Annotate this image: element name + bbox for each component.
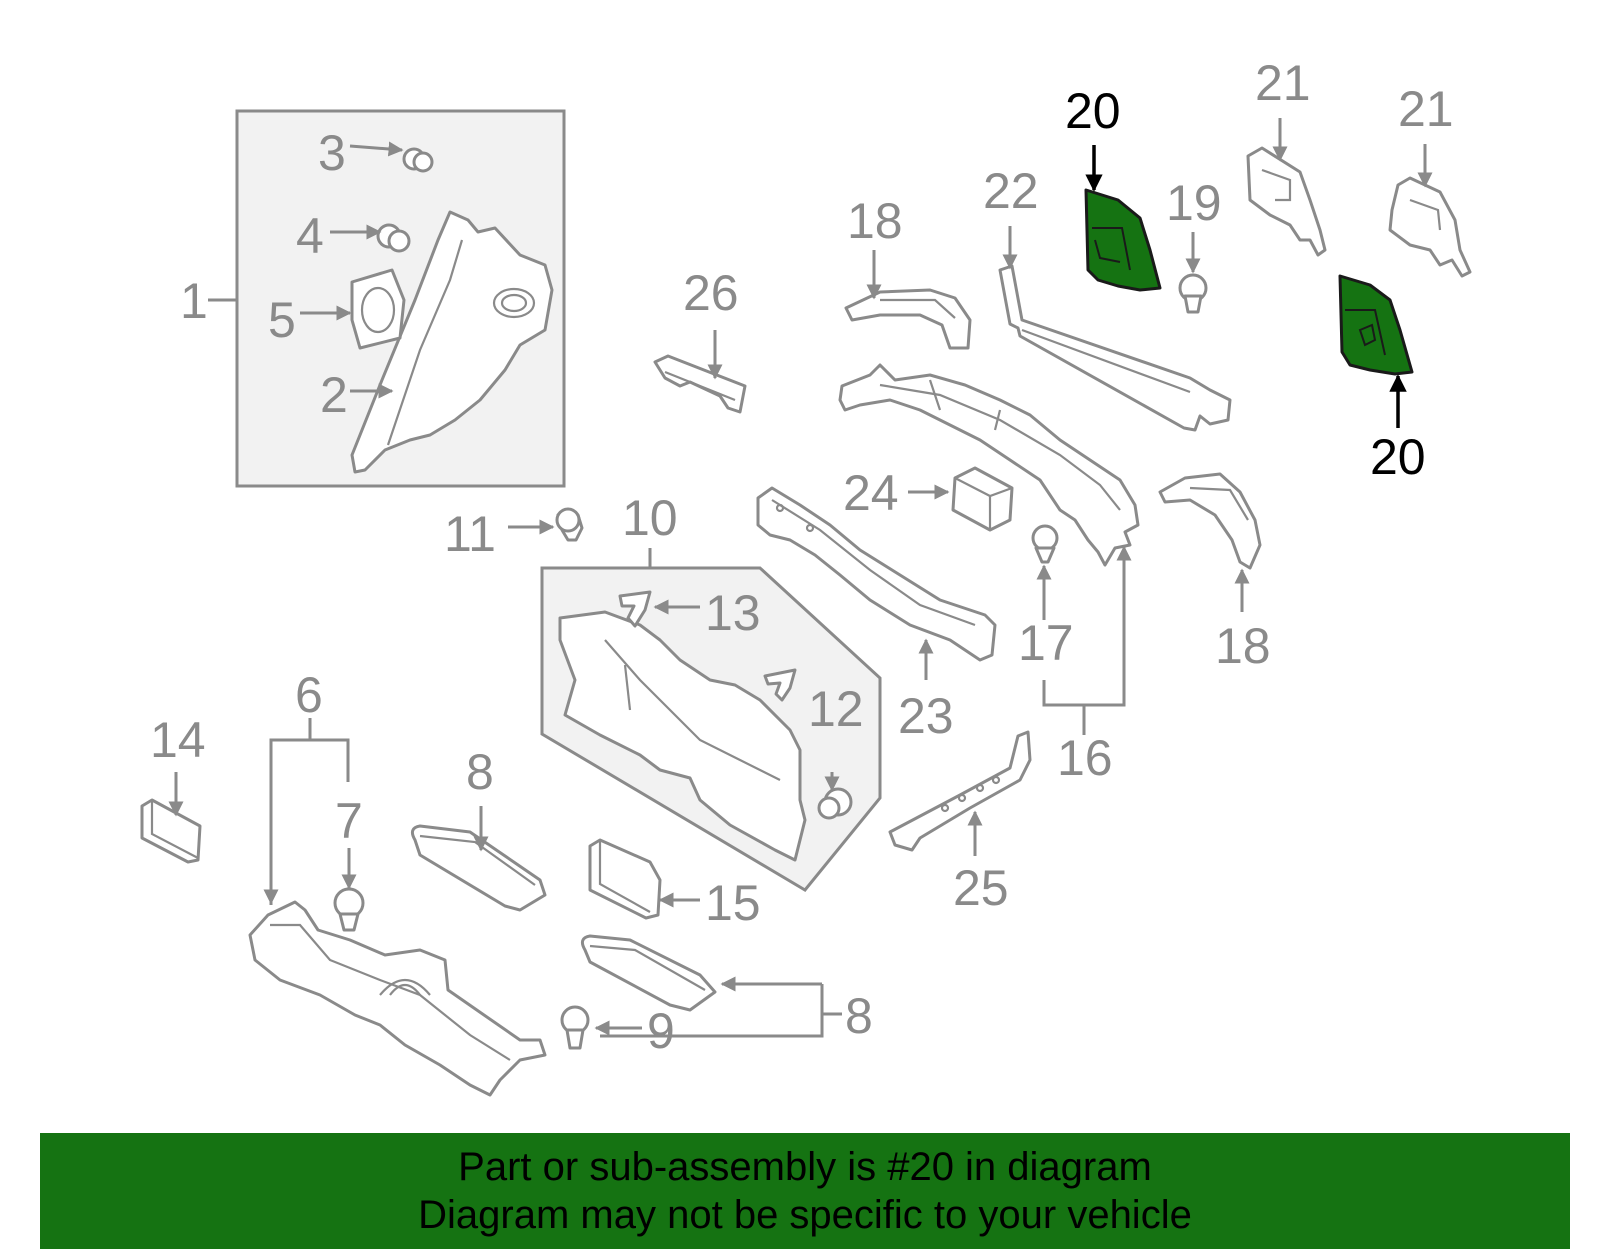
callout-7: 7 <box>335 793 363 849</box>
part-8-lower-plate[interactable] <box>580 934 717 1012</box>
leader-lines-box-10 <box>653 599 840 792</box>
part-7-clip[interactable] <box>333 887 365 932</box>
callout-18-upper: 18 <box>847 193 903 249</box>
part-13-clip[interactable] <box>618 590 797 702</box>
callout-23: 23 <box>898 688 954 744</box>
callout-15: 15 <box>705 875 761 931</box>
part-18-upper-brace[interactable] <box>844 288 972 350</box>
part-2-quarter-trim-panel[interactable] <box>350 210 554 474</box>
callout-8-lower: 8 <box>845 988 873 1044</box>
callout-3: 3 <box>318 125 346 181</box>
callout-22: 22 <box>983 163 1039 219</box>
callout-18-lower: 18 <box>1215 618 1271 674</box>
part-5-speaker-cover[interactable] <box>350 268 406 350</box>
part-9-clip[interactable] <box>560 1005 590 1050</box>
callout-8-upper: 8 <box>466 744 494 800</box>
leader-lines-box-1 <box>300 141 404 399</box>
part-20-right-trim[interactable] <box>1338 274 1414 376</box>
leader-8b <box>600 976 842 1038</box>
part-17-clip[interactable] <box>1031 524 1059 564</box>
callout-13: 13 <box>705 585 761 641</box>
callout-12: 12 <box>808 681 864 737</box>
banner-line-2: Diagram may not be specific to your vehi… <box>418 1193 1192 1237</box>
part-8-upper-plate[interactable] <box>410 824 547 912</box>
part-15-pad[interactable] <box>588 838 662 920</box>
callout-labels: 1 2 3 4 5 6 7 8 8 9 10 11 12 13 14 15 16… <box>150 55 1454 1059</box>
part-23-member[interactable] <box>756 486 997 662</box>
callout-20-lower: 20 <box>1370 429 1426 485</box>
callout-21-right: 21 <box>1398 81 1454 137</box>
callout-9: 9 <box>647 1003 675 1059</box>
callout-6: 6 <box>295 667 323 723</box>
callout-10: 10 <box>622 490 678 546</box>
callout-25: 25 <box>953 860 1009 916</box>
part-21-right[interactable] <box>1388 176 1472 278</box>
callout-24: 24 <box>843 465 899 521</box>
part-14-pad[interactable] <box>140 798 202 864</box>
callout-17: 17 <box>1018 615 1074 671</box>
callout-21-left: 21 <box>1255 55 1311 111</box>
part-19-clip[interactable] <box>1178 273 1208 314</box>
part-21-left[interactable] <box>1246 146 1327 257</box>
part-12-clip[interactable] <box>817 787 853 820</box>
part-11-clip[interactable] <box>555 507 584 542</box>
callout-26: 26 <box>683 265 739 321</box>
part-10-back-panel[interactable] <box>558 610 807 862</box>
callout-16: 16 <box>1057 730 1113 786</box>
callout-11: 11 <box>444 506 496 562</box>
leader-6 <box>263 718 350 905</box>
callout-20-upper: 20 <box>1065 83 1121 139</box>
part-26-bracket[interactable] <box>653 354 747 414</box>
part-18-lower-brace[interactable] <box>1158 472 1262 570</box>
part-16-rail[interactable] <box>838 363 1140 567</box>
info-banner: Part or sub-assembly is #20 in diagram D… <box>40 1133 1570 1249</box>
banner-line-1: Part or sub-assembly is #20 in diagram <box>458 1145 1152 1189</box>
part-6-sill-plate[interactable] <box>248 900 547 1097</box>
callout-1: 1 <box>180 273 208 329</box>
callout-19: 19 <box>1166 175 1222 231</box>
callout-14: 14 <box>150 712 206 768</box>
part-24-block[interactable] <box>951 466 1014 532</box>
part-4-clip[interactable] <box>376 223 411 253</box>
callout-5: 5 <box>268 292 296 348</box>
callout-2: 2 <box>320 367 348 423</box>
part-20-left-trim[interactable] <box>1084 188 1162 292</box>
callout-4: 4 <box>296 208 324 264</box>
part-25-bracket[interactable] <box>888 730 1032 852</box>
leader-16 <box>1042 545 1132 735</box>
part-3-clip[interactable] <box>402 147 434 173</box>
part-22-cross-bar[interactable] <box>998 264 1232 432</box>
